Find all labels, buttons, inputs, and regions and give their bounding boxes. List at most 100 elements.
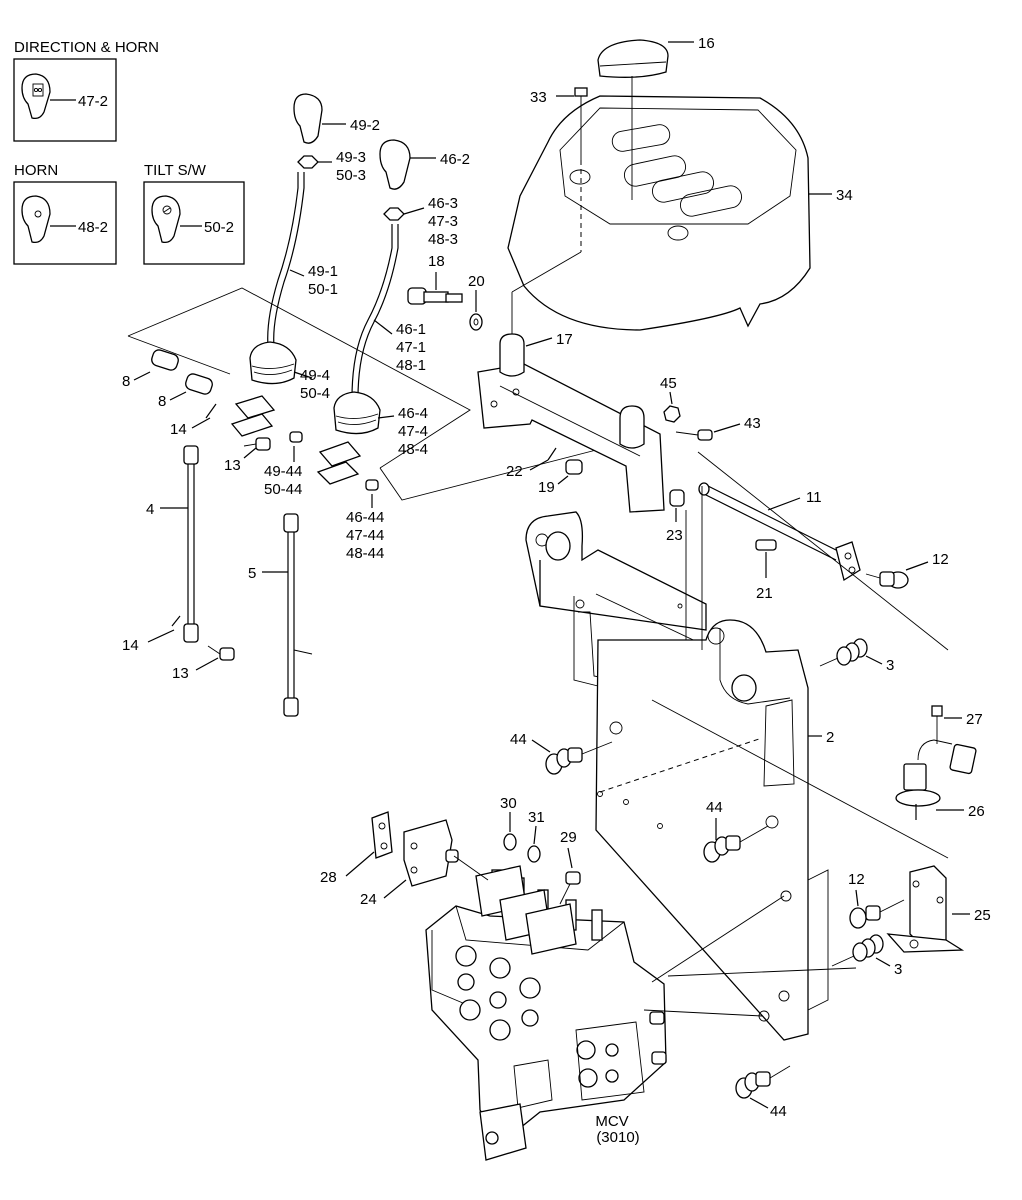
callout-23: 23 bbox=[666, 527, 683, 544]
console-cover bbox=[507, 95, 811, 331]
callout-2: 2 bbox=[826, 729, 834, 746]
mounting-bracket bbox=[525, 511, 707, 689]
callout-12-lower: 12 bbox=[848, 871, 865, 888]
screw-33 bbox=[574, 87, 588, 160]
bolt-13 bbox=[243, 437, 271, 451]
callout-20: 20 bbox=[468, 273, 485, 290]
callout-21: 21 bbox=[756, 585, 773, 602]
knob-icon bbox=[151, 195, 181, 244]
callout-43: 43 bbox=[744, 415, 761, 432]
callout-27: 27 bbox=[966, 711, 983, 728]
bushing-8 bbox=[151, 349, 179, 371]
callout-44-left: 44 bbox=[510, 731, 527, 748]
screw-27 bbox=[931, 705, 943, 744]
callout-47-2: 47-2 bbox=[78, 93, 108, 110]
plate-28 bbox=[371, 811, 393, 859]
callout-22: 22 bbox=[506, 463, 523, 480]
callout-33: 33 bbox=[530, 89, 547, 106]
bushing-19 bbox=[565, 459, 583, 475]
washer-20 bbox=[469, 313, 483, 331]
callout-11: 11 bbox=[806, 489, 822, 506]
mcv-code: (3010) bbox=[596, 1129, 639, 1146]
callout-47-1: 47-1 bbox=[396, 339, 426, 356]
shaft-11 bbox=[698, 482, 861, 582]
callout-49-4: 49-4 bbox=[300, 367, 330, 384]
callout-49-44: 49-44 bbox=[264, 463, 302, 480]
callout-26: 26 bbox=[968, 803, 985, 820]
inset-title-tilt-sw: TILT S/W bbox=[144, 162, 207, 179]
bolt-3 bbox=[819, 638, 868, 667]
bushing-8 bbox=[185, 373, 213, 395]
washer-30 bbox=[503, 833, 517, 851]
bolt-12 bbox=[849, 899, 905, 929]
callout-30: 30 bbox=[500, 795, 517, 812]
lever-rod bbox=[351, 224, 399, 399]
callout-24: 24 bbox=[360, 891, 377, 908]
callout-50-1: 50-1 bbox=[308, 281, 338, 298]
callout-46-2: 46-2 bbox=[440, 151, 470, 168]
pivot-block bbox=[316, 441, 362, 485]
callout-45: 45 bbox=[660, 375, 677, 392]
knob-icon bbox=[21, 73, 51, 120]
block-24 bbox=[403, 819, 459, 887]
callout-3-lower: 3 bbox=[894, 961, 902, 978]
inset-title-horn: HORN bbox=[14, 162, 58, 179]
callout-12-upper: 12 bbox=[932, 551, 949, 568]
bolt-29 bbox=[559, 871, 581, 905]
bolt-44 bbox=[703, 825, 769, 863]
callout-29: 29 bbox=[560, 829, 577, 846]
bolt-12 bbox=[865, 571, 909, 589]
bolt-44 bbox=[735, 1065, 791, 1099]
pin-22 bbox=[547, 447, 557, 461]
inset-horn: HORN 48-2 bbox=[13, 162, 117, 265]
bushing-44 bbox=[365, 479, 379, 491]
callout-46-1: 46-1 bbox=[396, 321, 426, 338]
callout-31: 31 bbox=[528, 809, 545, 826]
boot-46-4 bbox=[333, 391, 381, 435]
washer-31 bbox=[527, 845, 541, 863]
callout-50-3: 50-3 bbox=[336, 167, 366, 184]
callout-48-2: 48-2 bbox=[78, 219, 108, 236]
callout-13-upper: 13 bbox=[224, 457, 241, 474]
inset-tilt-sw: TILT S/W 50-2 bbox=[143, 162, 245, 265]
lever-knob bbox=[293, 93, 323, 144]
bolt-43 bbox=[675, 429, 713, 441]
mcv-valve bbox=[425, 865, 667, 1161]
callout-50-4: 50-4 bbox=[300, 385, 330, 402]
switch-18 bbox=[407, 287, 463, 305]
callout-49-3: 49-3 bbox=[336, 149, 366, 166]
lever-bracket-17 bbox=[477, 333, 665, 513]
main-plate-2 bbox=[595, 619, 829, 1041]
callout-14-lower: 14 bbox=[122, 637, 139, 654]
bracket-25 bbox=[886, 865, 965, 953]
callout-47-44: 47-44 bbox=[346, 527, 384, 544]
callout-14-upper: 14 bbox=[170, 421, 187, 438]
bolt-3 bbox=[831, 934, 884, 967]
pivot-block bbox=[230, 395, 276, 437]
callout-49-1: 49-1 bbox=[308, 263, 338, 280]
callout-47-3: 47-3 bbox=[428, 213, 458, 230]
lever-knob bbox=[379, 139, 411, 190]
nut-45 bbox=[663, 405, 681, 423]
mcv-label: MCV bbox=[595, 1113, 628, 1130]
callout-46-44: 46-44 bbox=[346, 509, 384, 526]
knob-icon bbox=[21, 195, 51, 244]
bushing-44 bbox=[289, 431, 303, 443]
callout-8-upper: 8 bbox=[122, 373, 130, 390]
callout-48-1: 48-1 bbox=[396, 357, 426, 374]
callout-18: 18 bbox=[428, 253, 445, 270]
link-rod-5 bbox=[283, 513, 313, 717]
callout-48-4: 48-4 bbox=[398, 441, 428, 458]
boot-49-4 bbox=[249, 341, 297, 385]
bushing-23 bbox=[669, 489, 685, 507]
callout-46-4: 46-4 bbox=[398, 405, 428, 422]
lever-rod bbox=[267, 172, 305, 347]
nut-49-3 bbox=[297, 155, 319, 169]
link-rod-4 bbox=[183, 445, 199, 643]
callout-50-2: 50-2 bbox=[204, 219, 234, 236]
callout-47-4: 47-4 bbox=[398, 423, 428, 440]
bolt-13 bbox=[207, 645, 235, 661]
bolt-44 bbox=[545, 741, 613, 775]
callout-50-44: 50-44 bbox=[264, 481, 302, 498]
